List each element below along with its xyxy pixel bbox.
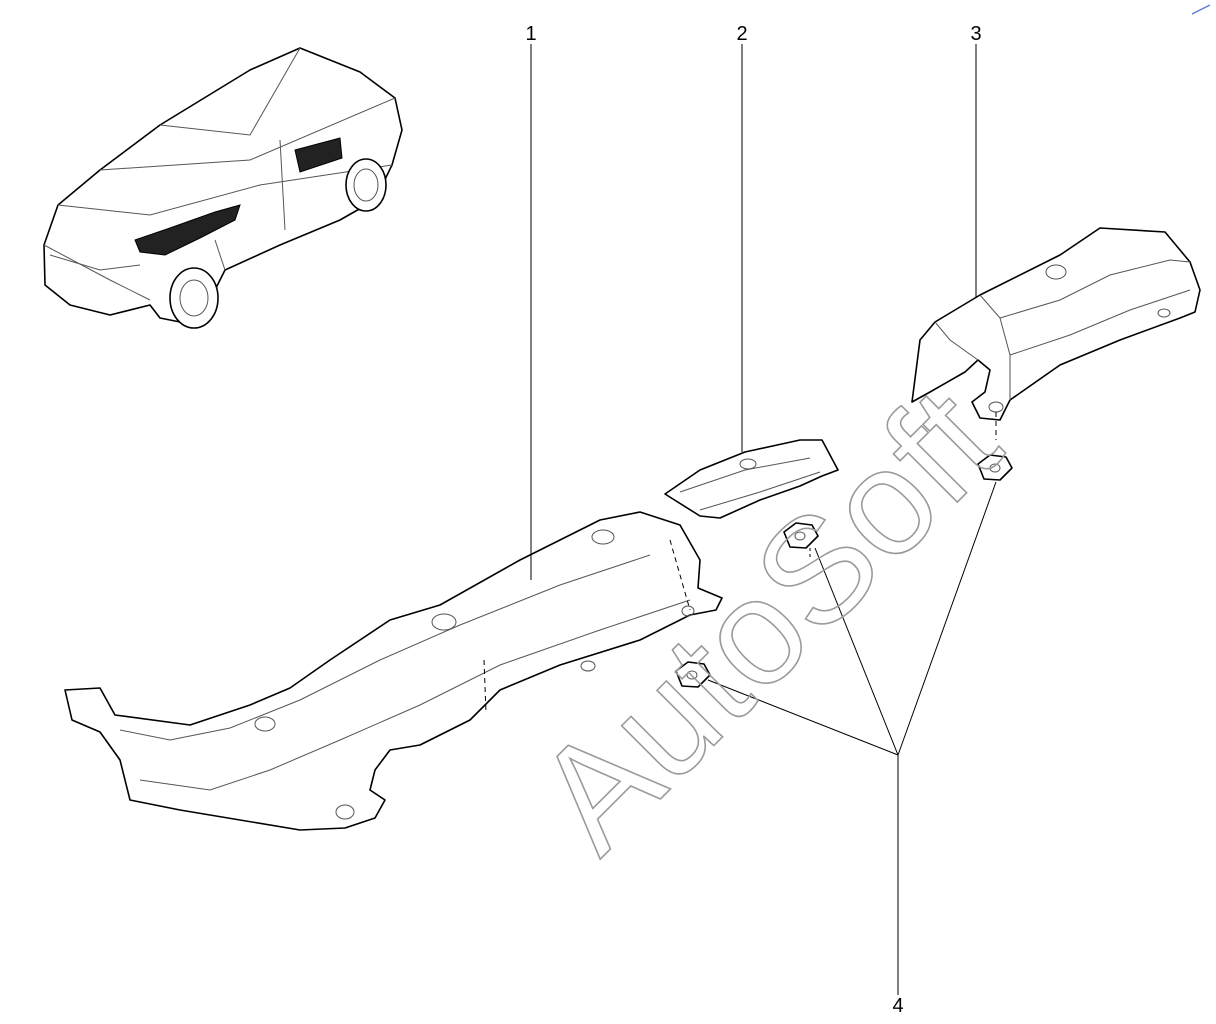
nut-icon (783, 522, 819, 549)
heat-shield-part-1 (64, 511, 723, 831)
corner-mark-icon (1191, 4, 1211, 15)
car-overview-illustration (43, 47, 403, 329)
callout-3: 3 (970, 23, 981, 45)
callout-2: 2 (736, 23, 747, 45)
nut-icon (977, 454, 1013, 481)
callout-4: 4 (892, 995, 903, 1017)
heat-shield-part-2 (664, 439, 839, 519)
nut-icon (675, 661, 711, 688)
callout-1: 1 (525, 23, 536, 45)
heat-shield-part-3 (911, 227, 1201, 440)
leader-lines (530, 44, 997, 995)
